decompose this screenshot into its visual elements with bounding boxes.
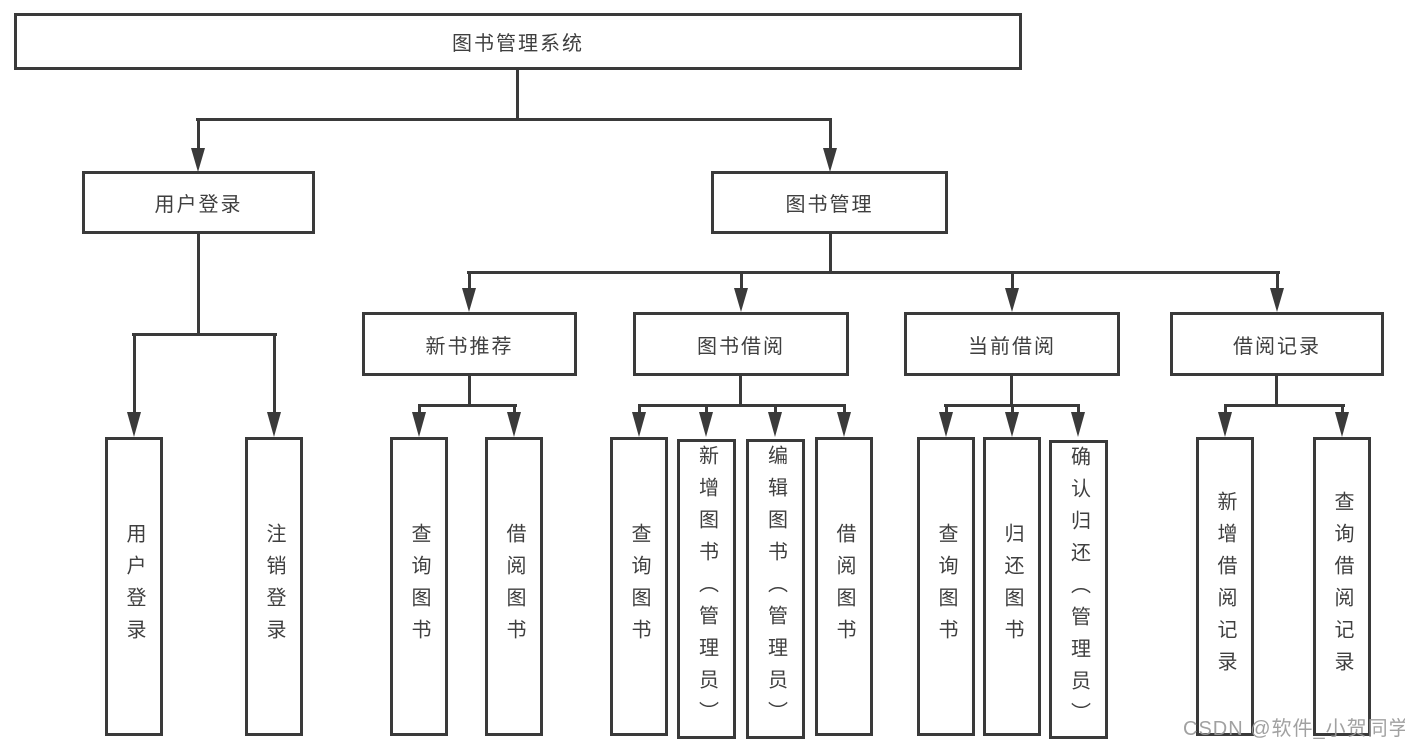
connector-user-login-hbar	[132, 333, 277, 336]
node-book-borrowing: 图书借阅	[633, 312, 849, 376]
connector-group-hbar	[944, 404, 1080, 407]
leaf-logout: 注销登录	[245, 437, 303, 736]
arrow-down-icon	[462, 288, 476, 312]
connector-arrow-shaft	[705, 406, 708, 412]
leaf-borrow-edit-books-admin: 编辑图书（管理员）	[746, 439, 805, 739]
connector-arrow-shaft	[273, 335, 276, 412]
connector-group-vline	[739, 376, 742, 404]
arrow-down-icon	[1071, 412, 1085, 437]
node-new-book-recommend-label: 新书推荐	[425, 335, 514, 358]
node-current-borrowing: 当前借阅	[904, 312, 1120, 376]
arrow-down-icon	[191, 148, 205, 172]
node-root-label: 图书管理系统	[452, 33, 584, 55]
leaf-logout-label: 注销登录	[263, 522, 285, 651]
leaf-newrec-borrow-books-label: 借阅图书	[503, 522, 525, 651]
arrow-down-icon	[699, 412, 713, 437]
arrow-down-icon	[1335, 412, 1349, 437]
connector-arrow-shaft	[133, 335, 136, 412]
leaf-current-query-books: 查询图书	[917, 437, 975, 736]
connector-arrow-shaft	[638, 406, 641, 412]
leaf-current-confirm-return-admin: 确认归还（管理员）	[1049, 440, 1108, 739]
node-user-login: 用户登录	[82, 171, 315, 234]
connector-root-vline	[516, 70, 519, 118]
leaf-borrow-query-books-label: 查询图书	[628, 522, 650, 651]
connector-arrow-shaft	[1341, 406, 1344, 412]
leaf-newrec-borrow-books: 借阅图书	[485, 437, 543, 736]
arrow-down-icon	[768, 412, 782, 437]
node-book-management: 图书管理	[711, 171, 948, 234]
leaf-borrow-add-books-admin-label: 新增图书（管理员）	[695, 445, 718, 733]
arrow-down-icon	[837, 412, 851, 437]
leaf-current-return-books: 归还图书	[983, 437, 1041, 736]
arrow-down-icon	[632, 412, 646, 437]
connector-arrow-shaft	[740, 273, 743, 288]
node-book-management-label: 图书管理	[785, 194, 874, 216]
connector-arrow-shaft	[843, 406, 846, 412]
leaf-records-add-record-label: 新增借阅记录	[1214, 490, 1236, 683]
arrow-down-icon	[267, 412, 281, 437]
arrow-down-icon	[1218, 412, 1232, 437]
arrow-down-icon	[412, 412, 426, 437]
leaf-user-login: 用户登录	[105, 437, 163, 736]
leaf-borrow-borrow-books-label: 借阅图书	[833, 522, 855, 651]
leaf-borrow-borrow-books: 借阅图书	[815, 437, 873, 736]
connector-group-vline	[468, 376, 471, 404]
connector-arrow-shaft	[468, 273, 471, 288]
arrow-down-icon	[507, 412, 521, 437]
connector-level3-hbar	[467, 271, 1280, 274]
connector-arrow-shaft	[774, 406, 777, 412]
leaf-borrow-query-books: 查询图书	[610, 437, 668, 736]
leaf-current-query-books-label: 查询图书	[935, 522, 957, 651]
connector-arrow-shaft	[829, 120, 832, 148]
connector-arrow-shaft	[1077, 406, 1080, 412]
node-book-borrowing-label: 图书借阅	[697, 335, 785, 358]
connector-arrow-shaft	[197, 120, 200, 148]
node-new-book-recommend: 新书推荐	[362, 312, 577, 376]
watermark: CSDN @软件_小贺同学	[1183, 718, 1405, 740]
leaf-newrec-query-books-label: 查询图书	[408, 522, 430, 651]
leaf-current-return-books-label: 归还图书	[1001, 522, 1023, 651]
leaf-borrow-add-books-admin: 新增图书（管理员）	[677, 439, 736, 739]
connector-arrow-shaft	[513, 406, 516, 412]
leaf-newrec-query-books: 查询图书	[390, 437, 448, 736]
connector-group-hbar	[638, 404, 846, 407]
node-borrowing-records: 借阅记录	[1170, 312, 1384, 376]
connector-arrow-shaft	[1011, 406, 1014, 412]
connector-arrow-shaft	[1276, 273, 1279, 288]
connector-root-hbar	[196, 118, 832, 121]
arrow-down-icon	[734, 288, 748, 312]
connector-group-hbar	[1224, 404, 1345, 407]
connector-arrow-shaft	[418, 406, 421, 412]
leaf-current-confirm-return-admin-label: 确认归还（管理员）	[1067, 445, 1090, 734]
connector-user-login-vline	[197, 233, 200, 333]
arrow-down-icon	[1270, 288, 1284, 312]
connector-arrow-shaft	[1011, 273, 1014, 288]
leaf-user-login-label: 用户登录	[123, 522, 145, 651]
leaf-borrow-edit-books-admin-label: 编辑图书（管理员）	[764, 445, 787, 733]
leaf-records-query-record-label: 查询借阅记录	[1331, 490, 1353, 683]
node-user-login-label: 用户登录	[154, 194, 243, 216]
arrow-down-icon	[939, 412, 953, 437]
arrow-down-icon	[127, 412, 141, 437]
arrow-down-icon	[1005, 288, 1019, 312]
connector-arrow-shaft	[945, 406, 948, 412]
leaf-records-query-record: 查询借阅记录	[1313, 437, 1371, 736]
connector-group-hbar	[418, 404, 517, 407]
arrow-down-icon	[1005, 412, 1019, 437]
arrow-down-icon	[823, 148, 837, 172]
node-borrowing-records-label: 借阅记录	[1233, 335, 1321, 358]
connector-book-mgmt-vline	[829, 233, 832, 271]
node-root: 图书管理系统	[14, 13, 1022, 70]
connector-group-vline	[1010, 376, 1013, 404]
leaf-records-add-record: 新增借阅记录	[1196, 437, 1254, 736]
connector-arrow-shaft	[1224, 406, 1227, 412]
node-current-borrowing-label: 当前借阅	[968, 335, 1056, 358]
connector-group-vline	[1275, 376, 1278, 404]
